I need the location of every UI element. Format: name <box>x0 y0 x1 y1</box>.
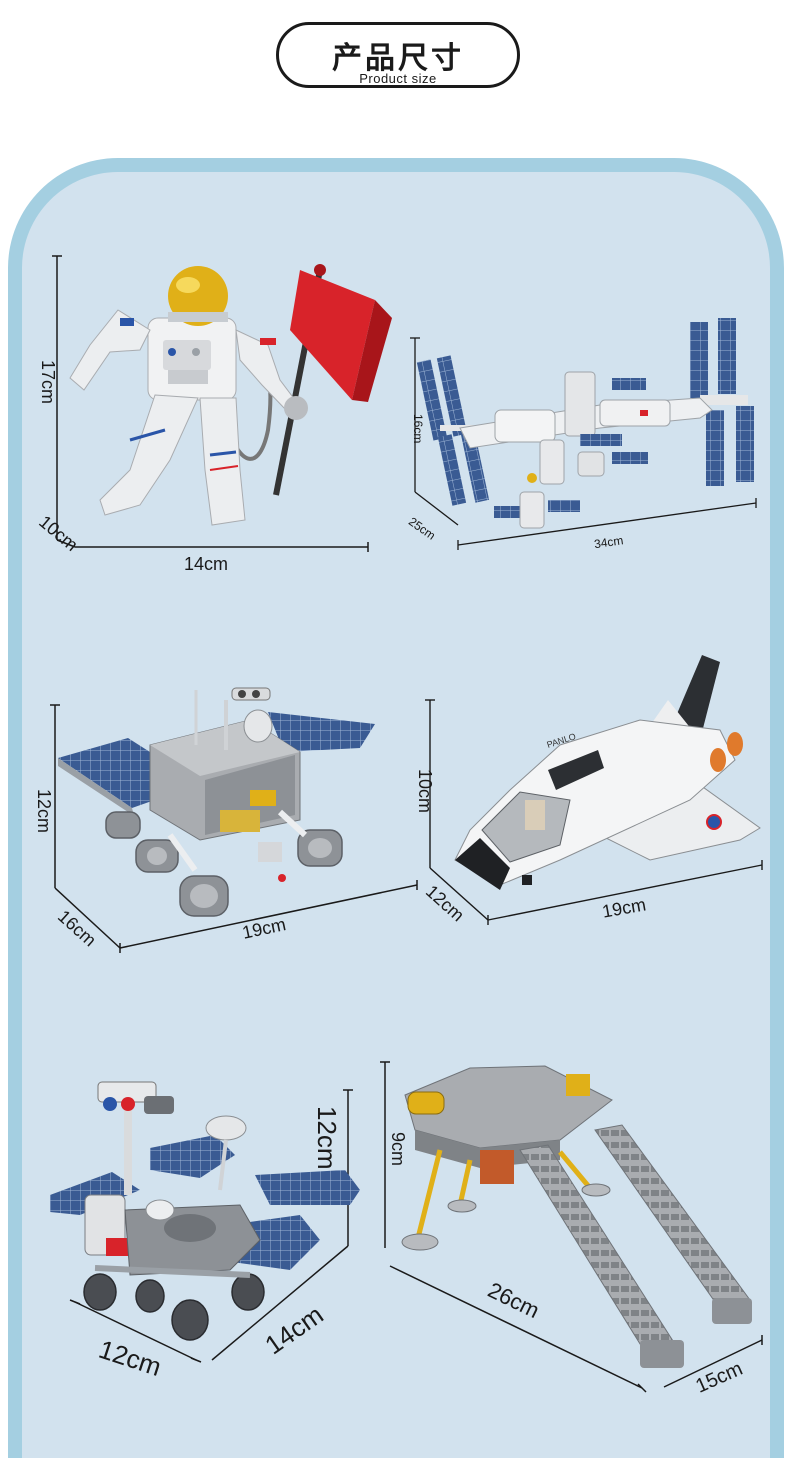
lunar-rover-height-label: 12cm <box>34 789 54 833</box>
space-station-width-label: 34cm <box>593 533 624 551</box>
title-pill: 产品尺寸 Product size <box>276 22 520 88</box>
astronaut-depth-label: 10cm <box>35 511 82 555</box>
lunar-lander-figure <box>380 1061 763 1393</box>
space-shuttle-height-label: 10cm <box>415 769 435 813</box>
lunar-rover-figure <box>50 687 418 953</box>
page-title: 产品尺寸 <box>332 41 464 76</box>
space-station-figure <box>410 318 757 550</box>
mars-rover-figure <box>50 1081 360 1363</box>
astronaut-figure <box>52 255 392 552</box>
lunar-lander-depth-label: 15cm <box>692 1358 746 1398</box>
space-shuttle-depth-label: 12cm <box>422 881 468 925</box>
mars-rover-height-label: 12cm <box>312 1106 342 1170</box>
lunar-rover-depth-label: 16cm <box>54 906 100 950</box>
mars-rover-width-label: 14cm <box>259 1299 328 1360</box>
page-subtitle: Product size <box>359 71 437 86</box>
lunar-rover-width-label: 19cm <box>240 914 287 943</box>
space-station-height-label: 16cm <box>411 414 425 443</box>
space-shuttle-width-label: 19cm <box>601 894 648 921</box>
lunar-lander-height-label: 9cm <box>388 1132 408 1166</box>
astronaut-width-label: 14cm <box>184 554 228 574</box>
mars-rover-depth-label: 12cm <box>95 1334 165 1382</box>
space-station-depth-label: 25cm <box>406 514 438 542</box>
astronaut-height-label: 17cm <box>38 360 58 404</box>
space-shuttle-figure: PANLO <box>425 655 763 925</box>
